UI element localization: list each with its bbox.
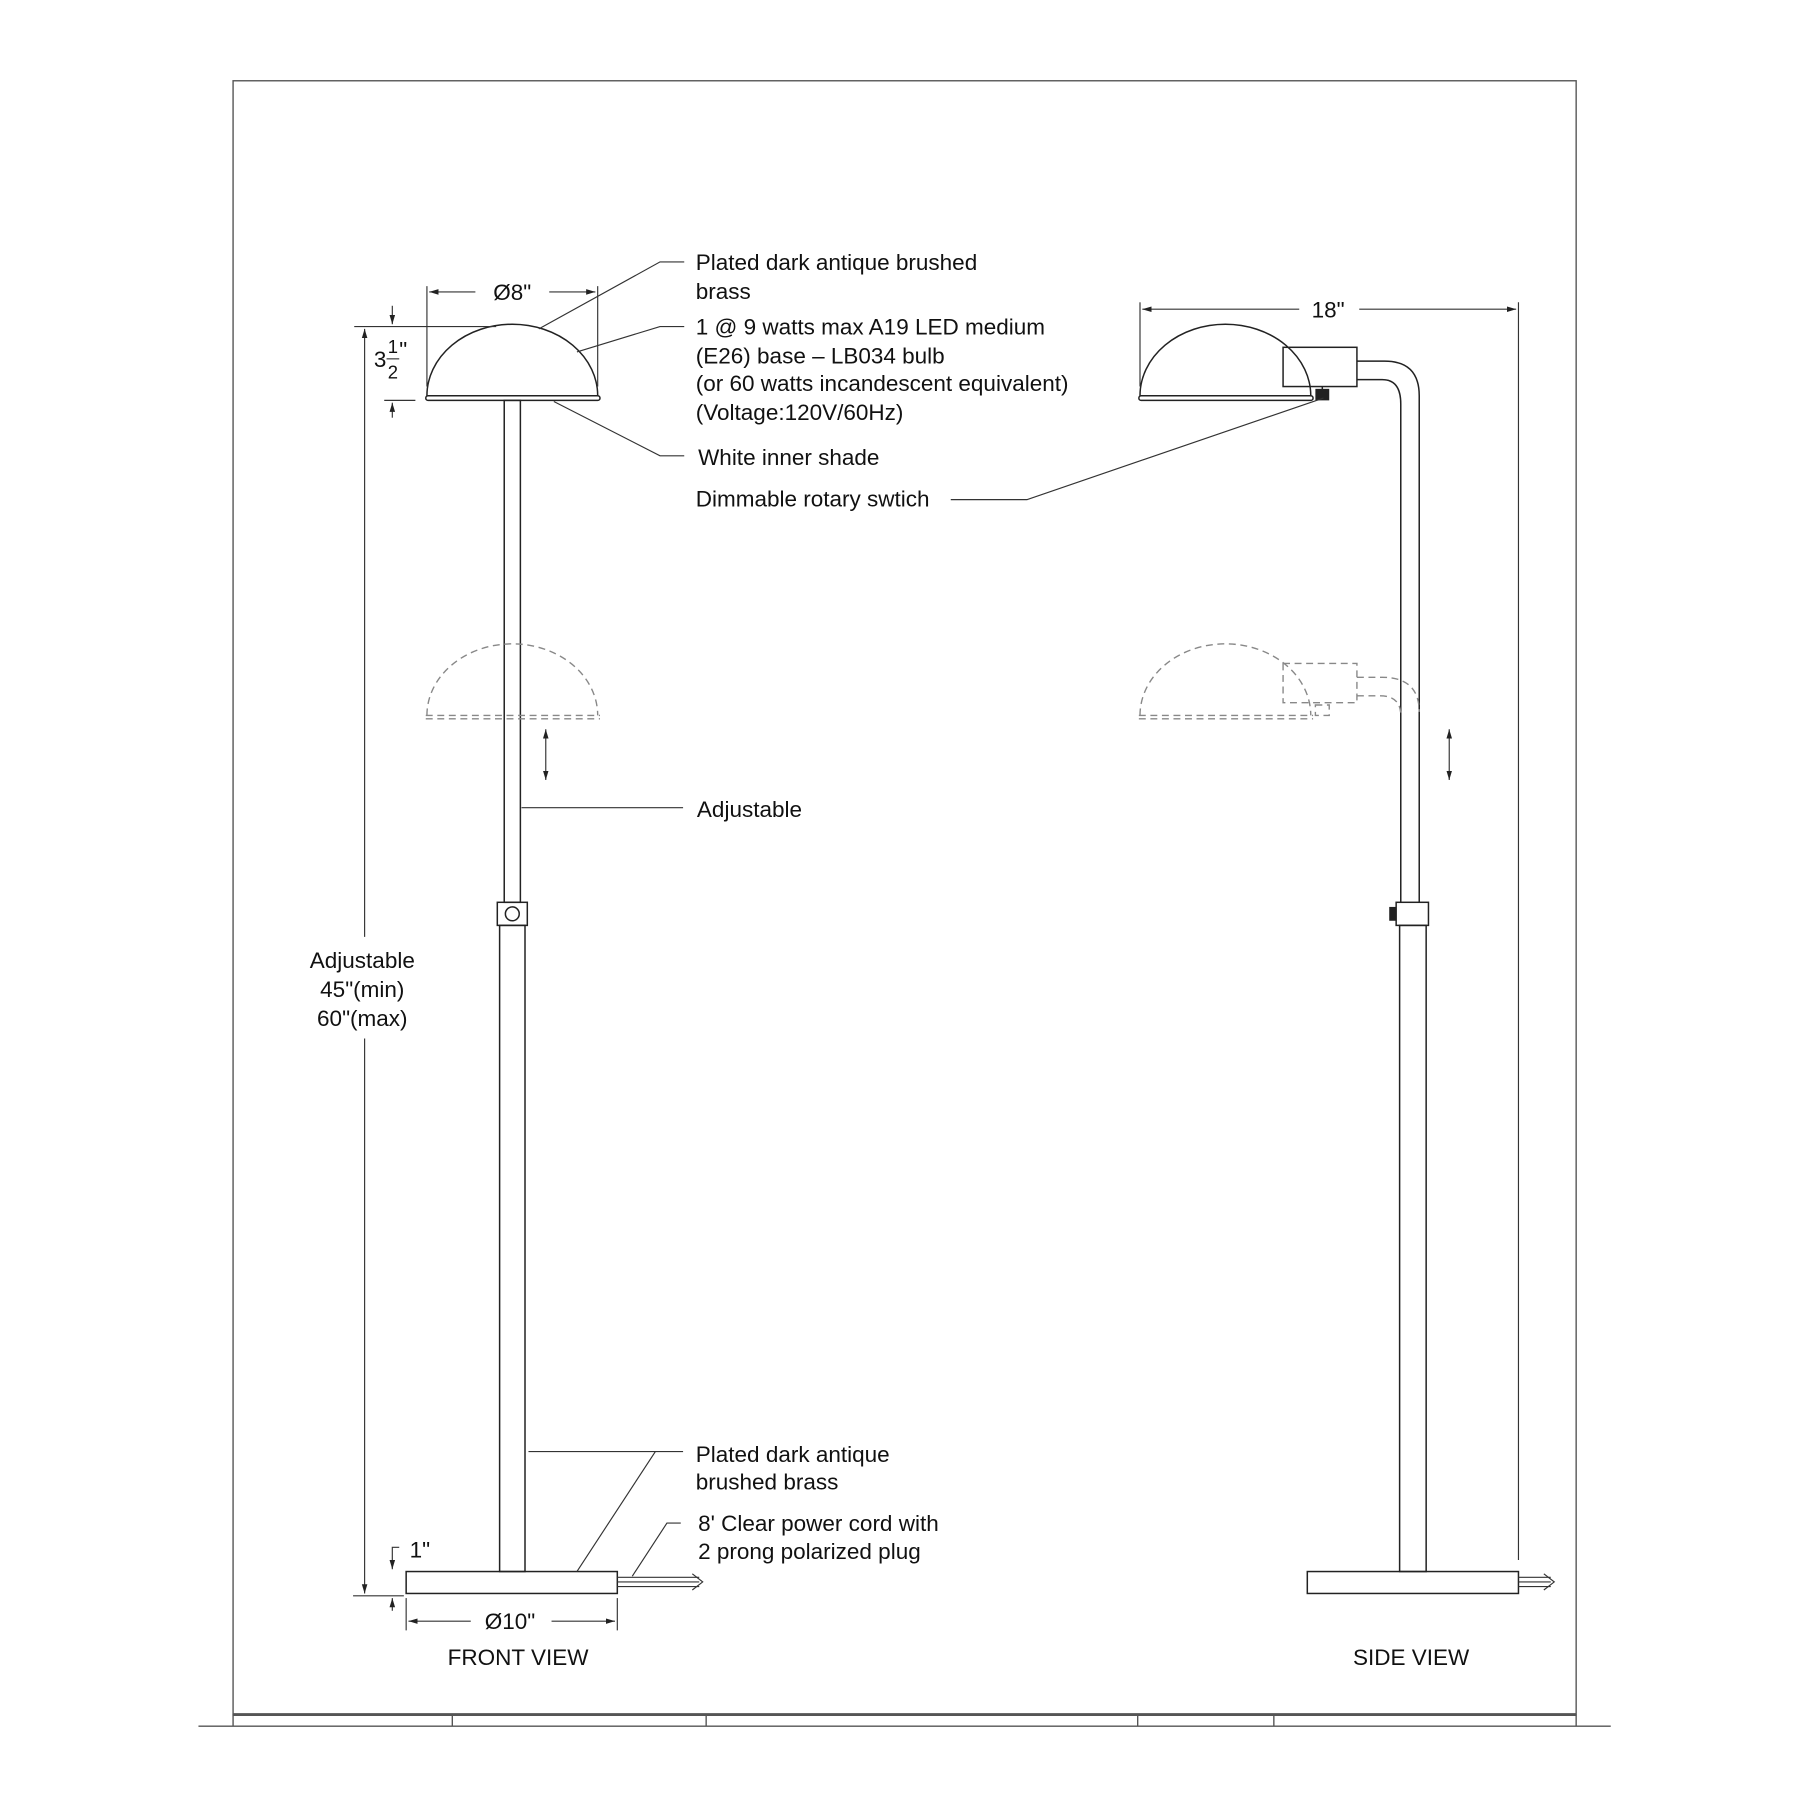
shade-height-inch: " xyxy=(399,338,407,363)
switch-label: Dimmable rotary swtich xyxy=(696,487,930,512)
side-view-title: SIDE VIEW xyxy=(1353,1645,1470,1670)
side-base xyxy=(1306,1570,1520,1595)
bulb-line-2: (E26) base – LB034 bulb xyxy=(696,343,945,368)
shade-height-num: 1 xyxy=(388,336,398,357)
side-view-lamp xyxy=(1138,323,1556,1595)
front-dimensions: Ø8" 3 1 2 " Adjustable 45"(min) 60"(max)… xyxy=(310,280,618,1670)
shade-finish-line-1: Plated dark antique brushed xyxy=(696,250,977,275)
base-finish-line-2: brushed brass xyxy=(696,1470,839,1495)
depth-label: 18" xyxy=(1312,297,1345,322)
base-finish-line-1: Plated dark antique xyxy=(696,1442,890,1467)
shade-height-whole: 3 xyxy=(374,347,387,372)
height-label-2: 45"(min) xyxy=(320,977,404,1002)
shade-diameter-label: Ø8" xyxy=(493,280,531,305)
side-arm xyxy=(1356,360,1420,903)
side-shade xyxy=(1139,323,1312,396)
height-label-1: Adjustable xyxy=(310,948,415,973)
front-shade-lowered xyxy=(425,643,600,720)
base-diameter-label: Ø10" xyxy=(485,1609,536,1634)
rotary-switch-icon xyxy=(1315,388,1330,401)
bulb-line-3: (or 60 watts incandescent equivalent) xyxy=(696,371,1069,396)
front-view-title: FRONT VIEW xyxy=(448,1645,590,1670)
cord-line-1: 8' Clear power cord with xyxy=(698,1511,939,1536)
callouts: Plated dark antique brushed brass 1 @ 9 … xyxy=(521,250,1324,1577)
adjustable-label: Adjustable xyxy=(697,797,802,822)
front-upper-pole xyxy=(503,399,522,904)
drawing-frame xyxy=(198,80,1611,1727)
shade-height-den: 2 xyxy=(388,361,398,382)
front-collar xyxy=(496,901,529,927)
bulb-line-4: (Voltage:120V/60Hz) xyxy=(696,400,904,425)
front-lower-pole xyxy=(498,924,526,1573)
base-height-label: 1" xyxy=(410,1538,431,1563)
shade-finish-line-2: brass xyxy=(696,279,751,304)
height-label-3: 60"(max) xyxy=(317,1006,408,1031)
front-shade xyxy=(426,323,599,396)
collar-knob-icon xyxy=(1389,906,1397,921)
front-cord xyxy=(617,1573,704,1591)
front-view-lamp xyxy=(405,323,704,1595)
side-lower-pole xyxy=(1398,924,1427,1573)
cord-line-2: 2 prong polarized plug xyxy=(698,1539,921,1564)
side-cord xyxy=(1518,1573,1556,1591)
side-shade-lowered xyxy=(1138,643,1420,720)
side-arm-box xyxy=(1282,346,1358,388)
bulb-line-1: 1 @ 9 watts max A19 LED medium xyxy=(696,315,1045,340)
inner-shade-label: White inner shade xyxy=(698,445,879,470)
front-base xyxy=(405,1570,619,1595)
side-dimensions: 18" SIDE VIEW xyxy=(1139,297,1520,1670)
side-collar xyxy=(1395,901,1430,927)
